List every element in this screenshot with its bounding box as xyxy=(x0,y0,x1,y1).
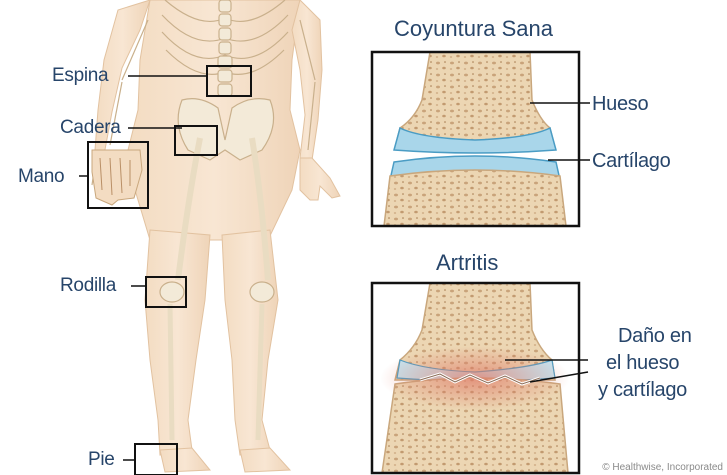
healthy-joint-title: Coyuntura Sana xyxy=(394,18,553,40)
copyright-credit: © Healthwise, Incorporated xyxy=(602,462,723,473)
hand-illustration xyxy=(92,150,142,205)
arthritis-title: Artritis xyxy=(436,252,498,274)
foot-label: Pie xyxy=(88,450,115,469)
arthritis-panel xyxy=(372,283,588,473)
damage-label-line1: Daño en xyxy=(618,326,692,346)
healthy-joint-panel xyxy=(372,52,590,226)
knee-label: Rodilla xyxy=(60,276,116,295)
spine-label: Espina xyxy=(52,66,108,85)
hip-label: Cadera xyxy=(60,118,121,137)
damage-label-line2: el hueso xyxy=(606,353,679,373)
hand-label: Mano xyxy=(18,167,64,186)
cartilage-label: Cartílago xyxy=(592,151,670,171)
body-silhouette xyxy=(95,0,340,472)
damage-label-line3: y cartílago xyxy=(598,380,687,400)
bone-label: Hueso xyxy=(592,94,648,114)
